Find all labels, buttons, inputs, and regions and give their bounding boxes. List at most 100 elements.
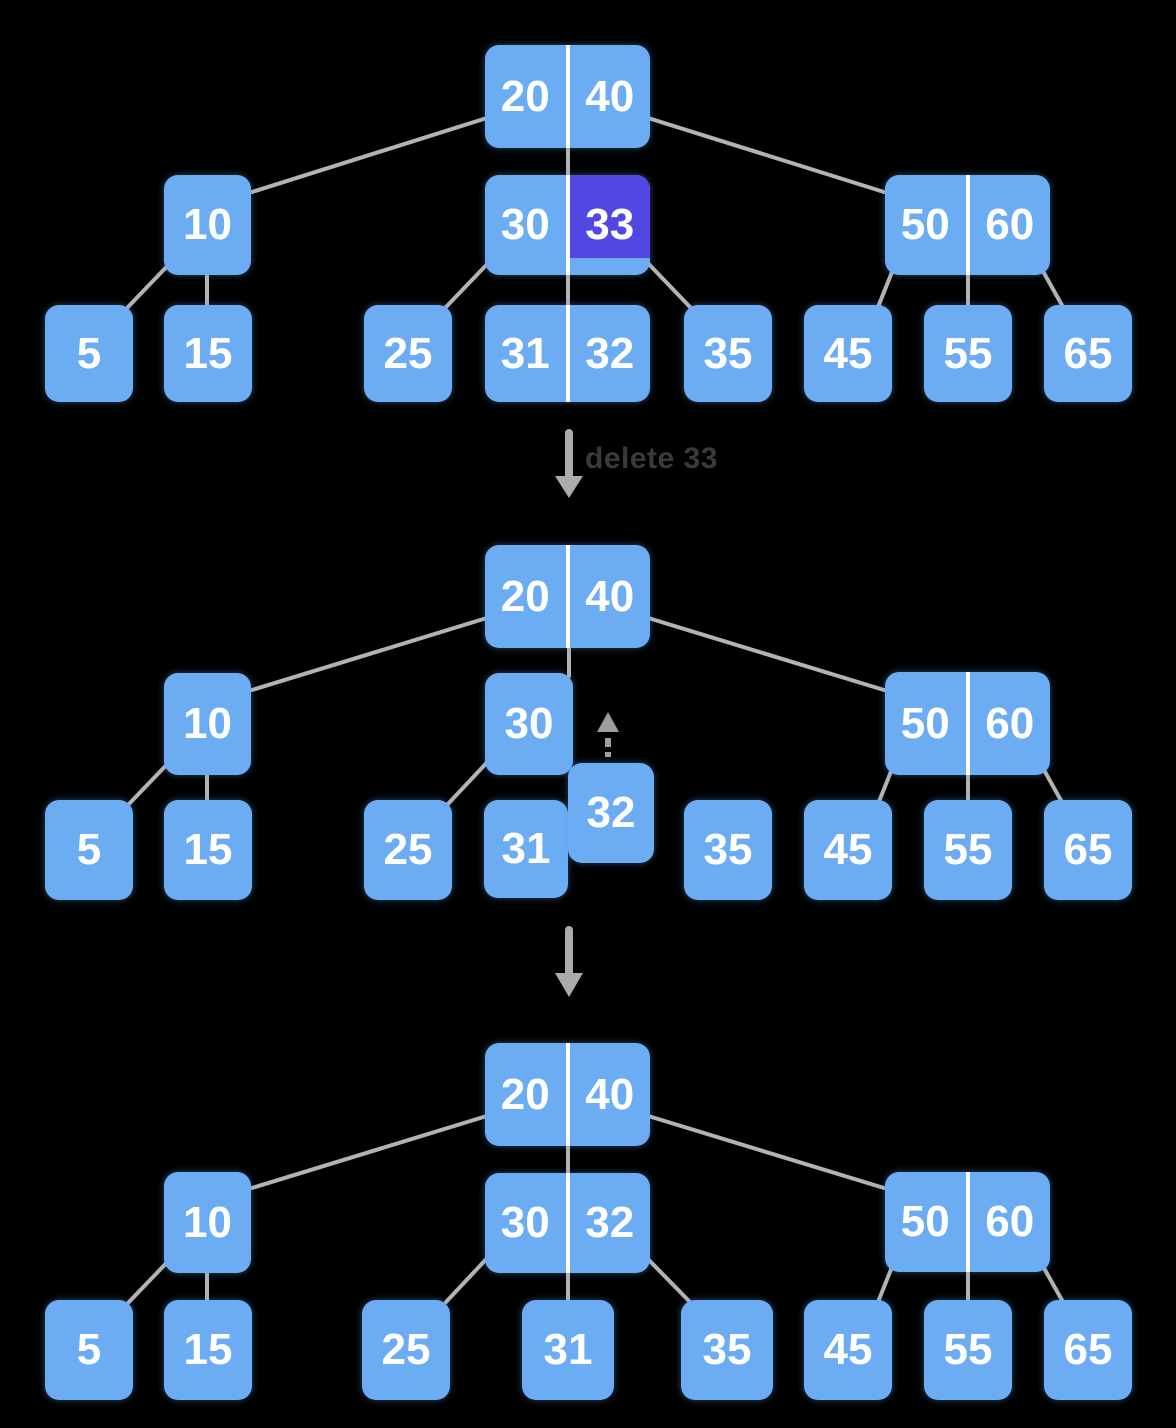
node-65: 65 xyxy=(1044,800,1132,900)
cell-divider xyxy=(565,545,570,648)
key-60: 60 xyxy=(985,1197,1035,1246)
node-5: 5 xyxy=(45,800,133,900)
key-60: 60 xyxy=(985,200,1035,249)
key-15: 15 xyxy=(183,1325,233,1374)
node-35: 35 xyxy=(684,800,772,900)
cell-divider xyxy=(965,672,970,775)
key-65: 65 xyxy=(1063,328,1113,378)
key-50: 50 xyxy=(900,698,950,748)
key-10: 10 xyxy=(183,1197,232,1247)
node-65: 65 xyxy=(1044,1300,1132,1400)
node-10: 10 xyxy=(164,673,251,775)
cell-divider xyxy=(565,1173,570,1273)
key-33-highlighted: 33 xyxy=(569,175,650,275)
node-25: 25 xyxy=(364,800,452,900)
key-45: 45 xyxy=(823,1325,873,1374)
tree-edge-before-delete xyxy=(643,115,886,194)
node-15: 15 xyxy=(164,1300,252,1400)
node-35: 35 xyxy=(681,1300,773,1400)
node-15: 15 xyxy=(164,800,252,900)
key-30: 30 xyxy=(500,200,550,249)
cell-divider xyxy=(965,175,970,275)
tree-edge-before-delete xyxy=(250,115,492,194)
step-arrow-down-head-icon xyxy=(555,476,583,498)
key-40: 40 xyxy=(585,1069,635,1119)
node-30-32: 30 32 xyxy=(485,1173,650,1273)
key-31: 31 xyxy=(501,824,551,873)
key-25: 25 xyxy=(381,1325,431,1374)
node-55: 55 xyxy=(924,800,1012,900)
node-55: 55 xyxy=(924,1300,1012,1400)
cell-divider xyxy=(565,1043,570,1146)
key-65: 65 xyxy=(1063,1325,1113,1374)
key-50: 50 xyxy=(900,1197,950,1246)
node-10: 10 xyxy=(164,175,251,275)
tree-edge-after-delete xyxy=(444,1251,494,1304)
cell-divider xyxy=(965,1172,970,1272)
promote-up-arrow-head-icon xyxy=(597,712,619,732)
key-20: 20 xyxy=(500,571,550,621)
key-5: 5 xyxy=(76,825,102,874)
key-55: 55 xyxy=(943,1325,993,1374)
node-45: 45 xyxy=(804,1300,892,1400)
tree-edge-after-delete xyxy=(640,1251,692,1304)
node-45: 45 xyxy=(804,800,892,900)
node-45: 45 xyxy=(804,305,892,402)
node-55: 55 xyxy=(924,305,1012,402)
node-15: 15 xyxy=(164,305,252,402)
key-31: 31 xyxy=(500,328,550,378)
node-50-60: 50 60 xyxy=(885,1172,1050,1272)
key-5: 5 xyxy=(76,328,102,378)
key-30: 30 xyxy=(504,699,554,748)
node-31: 31 xyxy=(522,1300,614,1400)
cell-divider xyxy=(565,45,570,148)
key-10: 10 xyxy=(183,699,232,748)
node-5: 5 xyxy=(45,305,133,402)
key-65: 65 xyxy=(1063,825,1113,874)
key-40: 40 xyxy=(585,71,635,121)
key-55: 55 xyxy=(943,328,993,378)
tree-edge-after-delete xyxy=(643,1113,886,1190)
key-35: 35 xyxy=(703,328,753,378)
key-15: 15 xyxy=(183,328,233,378)
step-arrow-down-head-icon xyxy=(555,973,583,997)
node-32: 32 xyxy=(568,763,654,863)
key-25: 25 xyxy=(383,825,433,874)
key-31: 31 xyxy=(543,1325,593,1374)
node-30-33: 30 33 xyxy=(485,175,650,275)
node-25: 25 xyxy=(364,305,452,402)
tree-edge-before-delete xyxy=(640,255,692,309)
key-10: 10 xyxy=(183,200,232,249)
key-45: 45 xyxy=(823,825,873,874)
key-25: 25 xyxy=(383,328,433,378)
key-5: 5 xyxy=(76,1325,102,1374)
key-50: 50 xyxy=(900,200,950,249)
node-5: 5 xyxy=(45,1300,133,1400)
key-60: 60 xyxy=(985,698,1035,748)
node-25: 25 xyxy=(362,1300,450,1400)
node-50-60: 50 60 xyxy=(885,672,1050,775)
tree-edge-during-delete xyxy=(643,615,886,692)
key-20: 20 xyxy=(500,71,550,121)
key-30: 30 xyxy=(500,1198,550,1247)
key-32: 32 xyxy=(585,1198,635,1247)
key-35: 35 xyxy=(702,1325,752,1374)
key-40: 40 xyxy=(585,571,635,621)
key-35: 35 xyxy=(703,825,753,874)
node-50-60: 50 60 xyxy=(885,175,1050,275)
operation-label: delete 33 xyxy=(585,442,718,475)
key-55: 55 xyxy=(943,825,993,874)
node-10: 10 xyxy=(164,1172,251,1273)
key-45: 45 xyxy=(823,328,873,378)
cell-divider xyxy=(565,175,570,275)
key-32: 32 xyxy=(586,788,636,837)
key-20: 20 xyxy=(500,1069,550,1119)
tree-edge-after-delete xyxy=(250,1113,492,1190)
node-30: 30 xyxy=(485,673,573,775)
key-15: 15 xyxy=(183,825,233,874)
